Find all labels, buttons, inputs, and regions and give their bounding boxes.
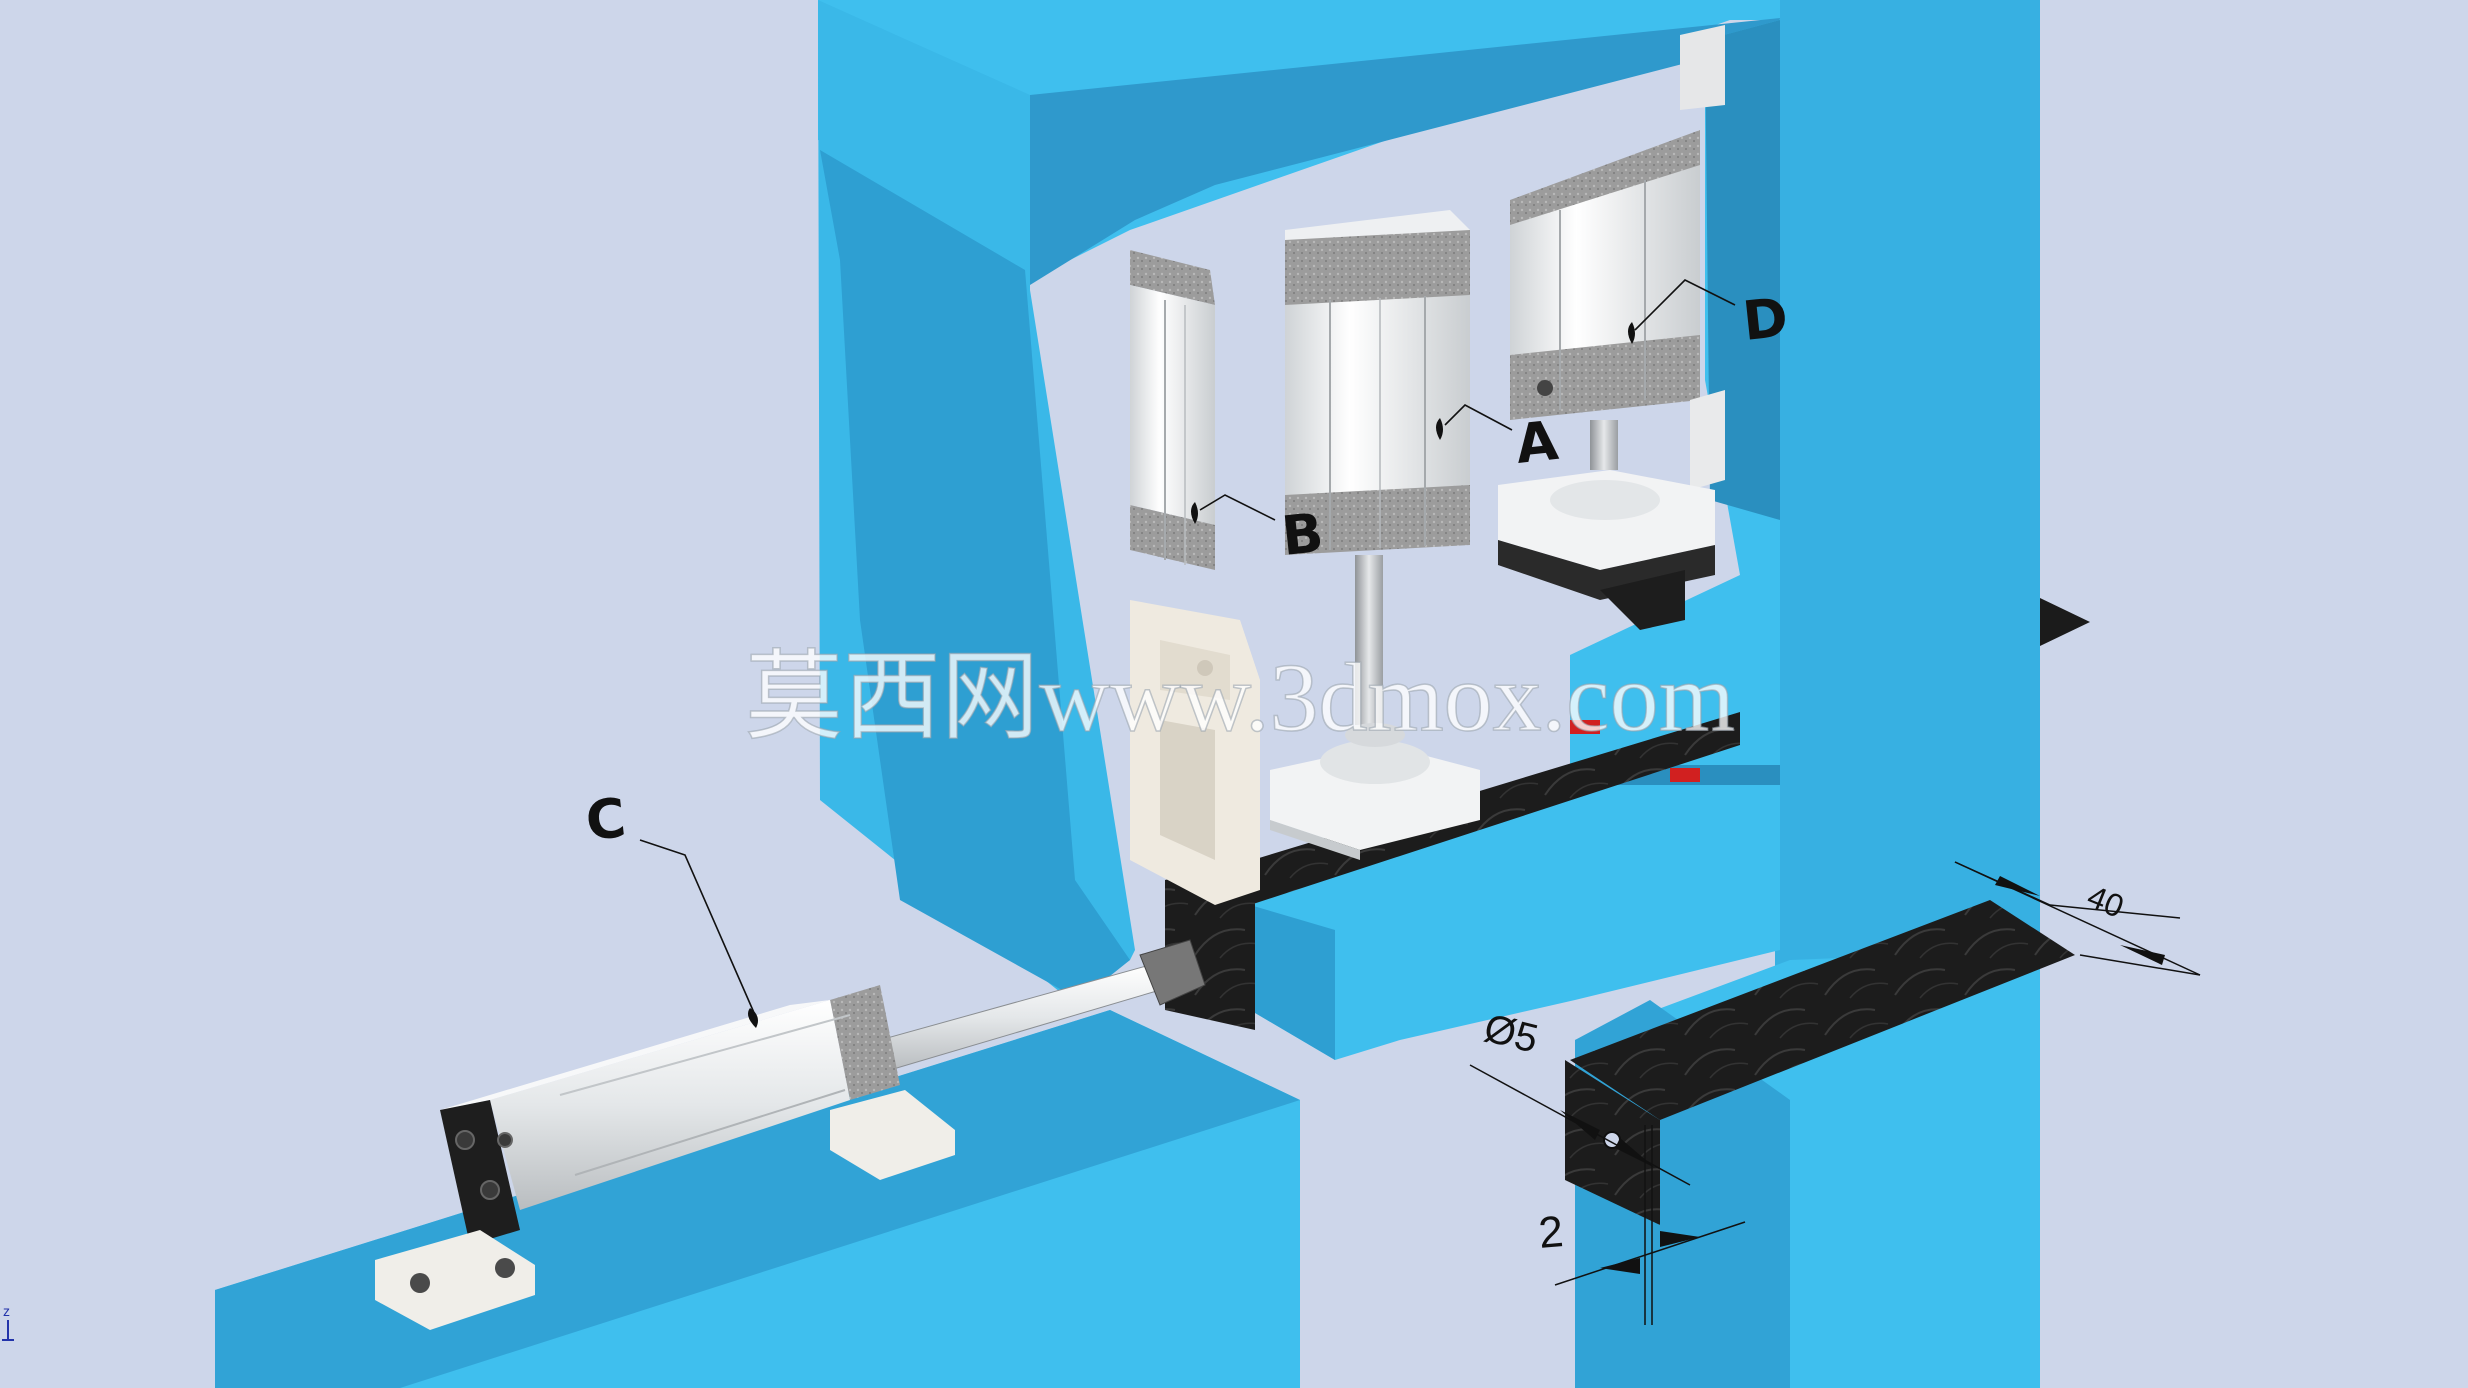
cylinder-c-rod-nut (1139, 939, 1206, 1006)
cylinder-c-body (490, 1000, 850, 1210)
guide-plate-extension (1570, 900, 2075, 1120)
cylinder-d-cap-bottom (1510, 335, 1700, 420)
frame-top-bevel (1030, 18, 1780, 285)
marker-red-2 (1670, 768, 1700, 782)
frame-right-column-face (1775, 0, 2040, 990)
dimension-40-text: 40 (2082, 878, 2128, 925)
cylinder-d-side-bracket (1690, 390, 1725, 490)
leader-c (639, 839, 756, 1016)
cylinder-d-bracket-top (1680, 25, 1725, 110)
cylinder-b (1130, 250, 1260, 905)
cylinder-c-body-top (440, 1000, 830, 1110)
cylinder-b-body (1130, 285, 1215, 525)
frame-lower-bar-front (1250, 905, 1335, 1060)
label-c: C (583, 786, 629, 853)
frame-edge-marker (2040, 598, 2090, 646)
label-d: D (1740, 286, 1791, 353)
leader-d (1634, 279, 1736, 331)
cylinder-d-cap-top (1510, 130, 1700, 230)
cylinder-c-mount-rear (375, 1230, 535, 1330)
frame-lower-bar (1250, 785, 1780, 1060)
cylinder-d (1498, 25, 1725, 630)
cylinder-c (375, 939, 1206, 1330)
frame-left-pillar-face (820, 150, 1130, 1000)
cylinder-a-foot (1270, 745, 1480, 850)
label-b: B (1279, 501, 1327, 568)
cylinder-c-cap-front (830, 985, 900, 1100)
leader-dots (748, 322, 1635, 1028)
leader-a (1444, 404, 1513, 431)
cylinder-b-cap-top (1130, 250, 1215, 305)
leader-lines (639, 279, 1736, 1016)
dimension-2: 2 (1537, 1125, 1746, 1325)
cylinder-a-body (1285, 295, 1470, 500)
cylinder-c-mount-front (830, 1090, 955, 1180)
dimension-diameter-5-text: Ø5 (1480, 1006, 1542, 1062)
cylinder-a-rod (1355, 555, 1383, 725)
cylinder-a (1270, 210, 1480, 860)
cylinder-d-body (1510, 165, 1700, 390)
dimension-2-text: 2 (1537, 1207, 1566, 1258)
watermark: 莫西网www.3dmox.com (745, 644, 1735, 752)
axis-triad: z (2, 1303, 14, 1341)
marker-red-1 (1570, 720, 1600, 734)
cylinder-d-black-block (1600, 570, 1685, 630)
label-a: A (1513, 409, 1561, 476)
cylinder-a-cap-bottom (1285, 485, 1470, 555)
leader-b (1199, 494, 1276, 521)
axis-triad-z: z (3, 1303, 10, 1319)
cylinder-a-cap-top (1285, 230, 1470, 310)
